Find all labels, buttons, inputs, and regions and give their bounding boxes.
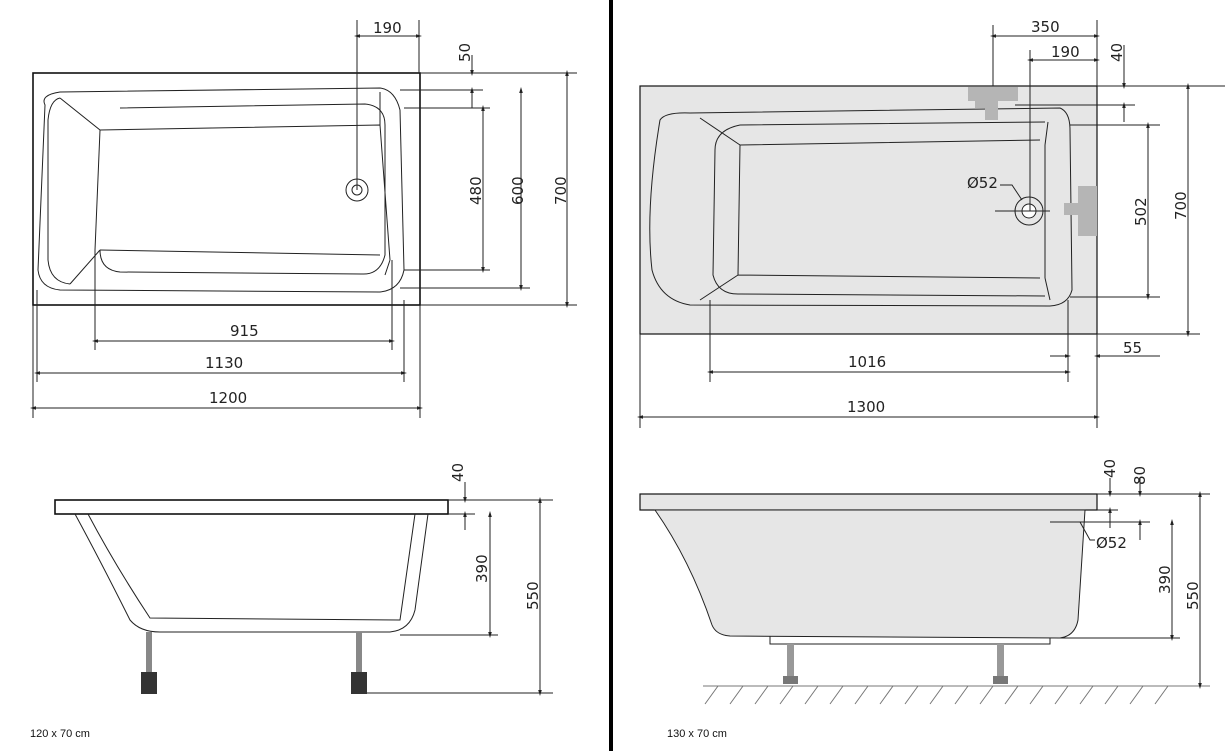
divider <box>609 0 613 751</box>
dim-drain-diameter: Ø52 <box>967 174 998 192</box>
dim-drain-offset: 190 <box>373 19 402 37</box>
left-plan-view: 190 50 480 600 700 915 1130 1200 <box>30 19 577 418</box>
left-caption: 120 x 70 cm <box>30 728 90 740</box>
dim-rim-top: 40 <box>1108 43 1126 62</box>
dim-overflow: 80 <box>1131 466 1149 485</box>
dim-overall-width: 700 <box>1172 191 1190 220</box>
dim-inner-width: 480 <box>467 176 485 205</box>
dim-overflow-diameter: Ø52 <box>1096 534 1127 552</box>
leg <box>993 644 1008 684</box>
dim-height: 550 <box>1184 581 1202 610</box>
dim-inner-length: 1016 <box>848 353 886 371</box>
right-side-view: 40 80 Ø52 390 550 <box>639 459 1210 705</box>
dim-bowl-length: 1130 <box>205 354 243 372</box>
dim-drain-offset: 190 <box>1051 43 1080 61</box>
dim-rim-top: 50 <box>456 43 474 62</box>
dim-faucet-offset: 350 <box>1031 18 1060 36</box>
dim-depth: 390 <box>1156 565 1174 594</box>
dim-overall-width: 700 <box>552 176 570 205</box>
left-side-view: 40 390 550 <box>54 463 553 696</box>
dim-rim: 40 <box>449 463 467 482</box>
leg <box>783 644 798 684</box>
right-caption: 130 x 70 cm <box>667 728 727 740</box>
dim-end-offset: 55 <box>1123 339 1142 357</box>
dim-overall-length: 1300 <box>847 398 885 416</box>
faucet-fitting <box>968 87 1018 120</box>
dim-rim: 40 <box>1101 459 1119 478</box>
floor-hatch <box>703 685 1210 705</box>
leg <box>351 632 367 694</box>
dim-depth: 390 <box>473 554 491 583</box>
right-plan-view: 350 190 40 Ø52 502 700 1016 55 1300 <box>637 18 1225 428</box>
dim-inner-width: 502 <box>1132 197 1150 226</box>
leg <box>141 632 157 694</box>
dim-bowl-width: 600 <box>509 176 527 205</box>
overflow-fitting <box>1064 186 1097 236</box>
dim-inner-length: 915 <box>230 322 259 340</box>
dim-overall-length: 1200 <box>209 389 247 407</box>
dim-height: 550 <box>524 581 542 610</box>
